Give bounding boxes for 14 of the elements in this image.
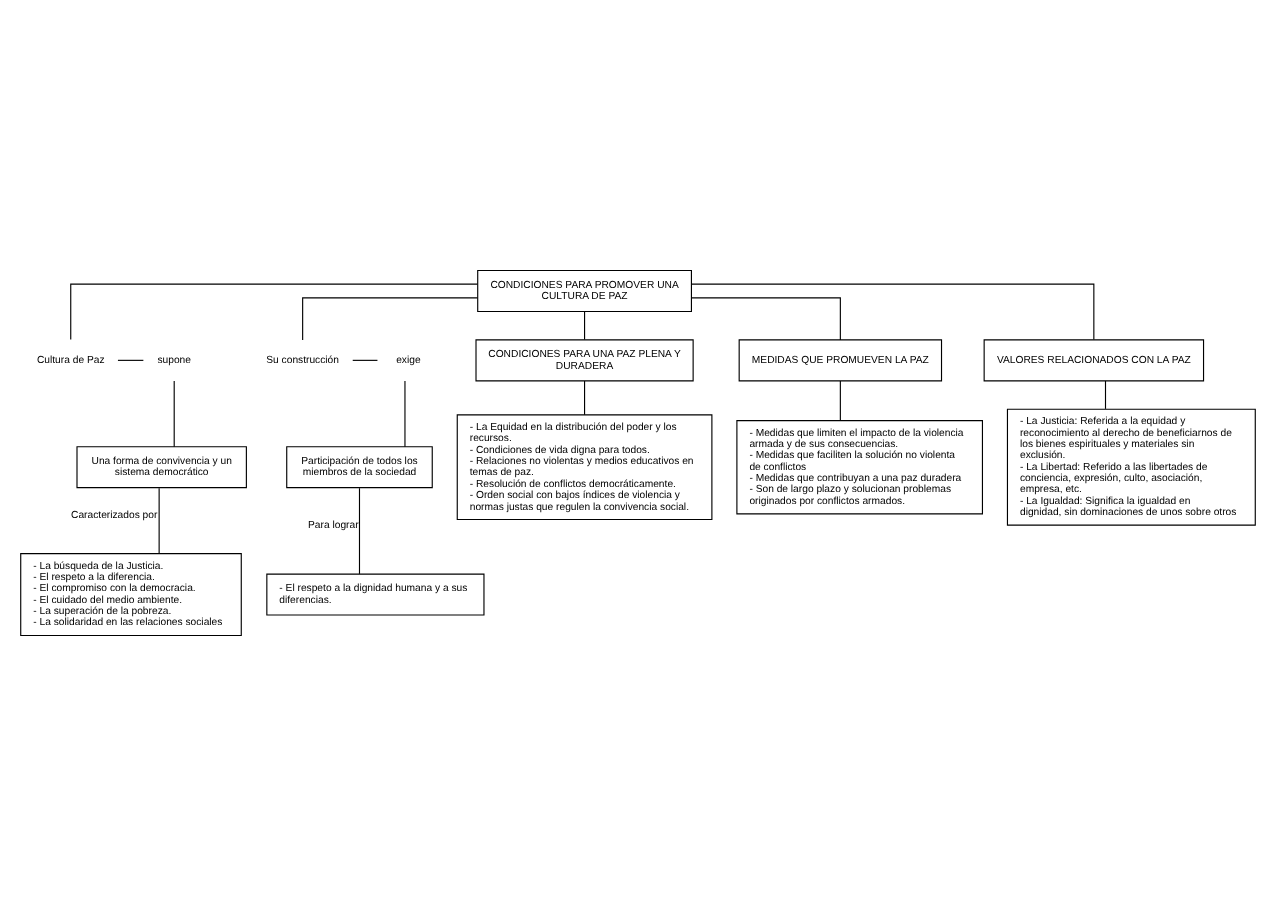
connector: [584, 379, 586, 415]
connector: [839, 379, 841, 421]
connector: [70, 282, 479, 340]
connector: [404, 379, 406, 447]
connector: [302, 296, 479, 340]
connector: [358, 486, 361, 574]
connector: [691, 296, 841, 340]
connector: [352, 358, 378, 360]
connector: [117, 358, 144, 360]
connector: [584, 310, 586, 340]
connector: [1104, 379, 1107, 409]
connector: [173, 379, 175, 447]
connector: [158, 486, 160, 553]
connector: [691, 282, 1095, 340]
